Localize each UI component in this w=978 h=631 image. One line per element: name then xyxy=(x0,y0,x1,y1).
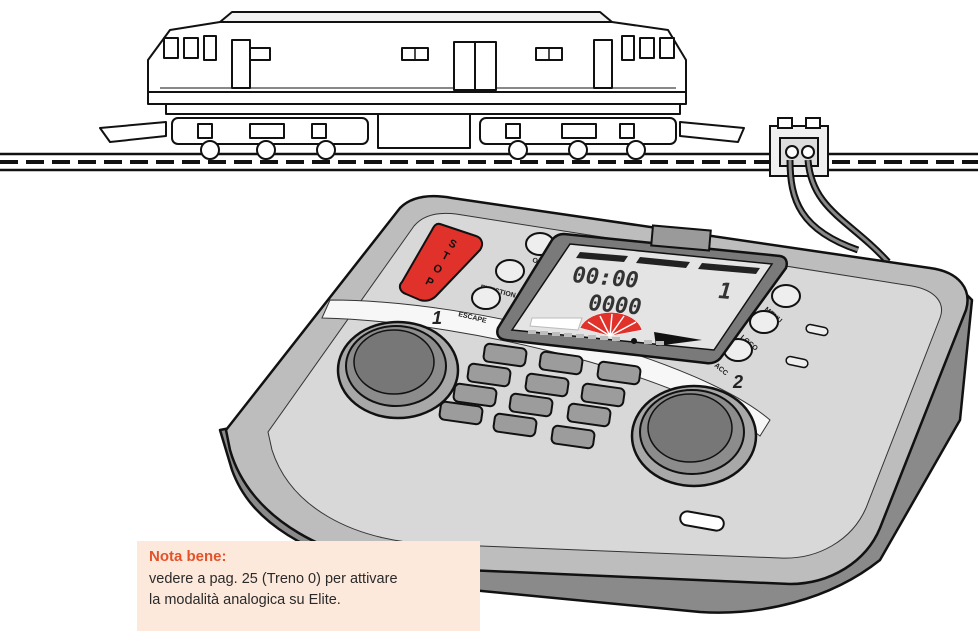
lcd-knob-indicator: 1 xyxy=(717,279,732,305)
note-line: vedere a pag. 25 (Treno 0) per attivare xyxy=(149,569,468,590)
track xyxy=(0,154,978,170)
note-line: la modalità analogica su Elite. xyxy=(149,590,468,611)
note-title: Nota bene: xyxy=(149,548,468,565)
note-box: Nota bene: vedere a pag. 25 (Treno 0) pe… xyxy=(137,541,480,631)
knob-left-number: 1 xyxy=(432,308,442,328)
track-connector xyxy=(770,118,828,176)
locomotive xyxy=(100,12,744,159)
knob-right-number: 2 xyxy=(732,372,743,392)
